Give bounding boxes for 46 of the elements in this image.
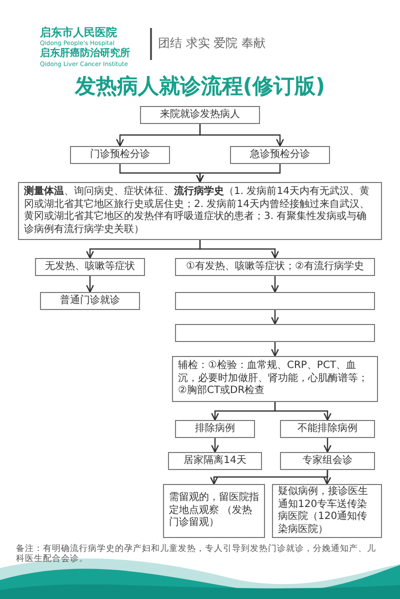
process-box bbox=[175, 258, 375, 276]
arrow bbox=[274, 402, 332, 421]
process-box bbox=[168, 452, 262, 470]
arrow bbox=[324, 438, 332, 453]
empty-box bbox=[175, 324, 375, 342]
step-text: 不能排除病例 bbox=[298, 422, 358, 436]
step-text: 辅检：①检验：血常规、CRP、PCT、血沉，必要时加做肝、肾功能，心肌酶谱等；②胸部CT或DR检查 bbox=[178, 360, 369, 398]
process-box bbox=[163, 484, 265, 538]
step-text: 急诊预检分诊 bbox=[250, 148, 310, 162]
step-text: 来院就诊发热病人 bbox=[160, 108, 240, 122]
arrow bbox=[271, 276, 279, 293]
step-text: 需留观的，留医院指定地点观察 （发热门诊留观） bbox=[169, 492, 259, 530]
step-text: 专家组会诊 bbox=[302, 454, 352, 468]
arrow bbox=[271, 342, 279, 357]
title: 发热病人就诊流程(修订版) bbox=[74, 73, 326, 100]
arrow bbox=[271, 310, 279, 325]
process-box bbox=[230, 146, 330, 164]
step-text: ①有发热、咳嗽等症状；②有流行病学史 bbox=[186, 260, 364, 274]
step-text: 居家隔离14天 bbox=[184, 454, 246, 468]
arrow bbox=[211, 438, 219, 453]
process-box bbox=[272, 484, 382, 538]
arrow bbox=[196, 164, 281, 183]
process-box bbox=[280, 420, 375, 438]
process-box bbox=[175, 420, 255, 438]
process-box bbox=[18, 182, 382, 240]
step-text: 门诊预检分诊 bbox=[90, 148, 150, 162]
step-text: 普通门诊就诊 bbox=[60, 294, 120, 308]
empty-box bbox=[175, 292, 375, 310]
note-text: 备注：有明确流行病学史的孕产妇和儿童发热，专人引导到发热门诊就诊，分娩通知产、儿科医生配合会诊。 bbox=[16, 544, 377, 564]
process-box bbox=[140, 106, 260, 124]
step-text: 排除病例 bbox=[195, 422, 235, 436]
slogan-text: 团结 求实 爱院 奉献 bbox=[158, 36, 266, 50]
process-box bbox=[70, 146, 170, 164]
arrow bbox=[199, 240, 279, 259]
arrow bbox=[323, 470, 332, 485]
institution-name: 启东肝癌防治研究所 bbox=[40, 48, 130, 60]
arrow bbox=[86, 276, 94, 293]
arrow bbox=[199, 124, 284, 147]
institution-name: 启东市人民医院 bbox=[40, 26, 117, 40]
process-box bbox=[35, 258, 145, 276]
process-box bbox=[280, 452, 375, 470]
process-box bbox=[40, 292, 140, 310]
step-text: 疑似病例，接诊医生通知120专车送传染病医院（120通知传染病医院） bbox=[278, 486, 369, 536]
step-text: 无发热、咳嗽等症状 bbox=[45, 260, 135, 274]
step-text: 测量体温、询问病史、症状体征、流行病学史（1. 发病前14天内有无武汉、黄冈或湖北省其它地区旅行史或居住史；2. 发病前14天内曾经接触过来自武汉、黄冈或湖北省其它地区的发热伴有呼吸道症状的患者；3. 有聚集性发病或与确诊病例有流行病学史关联） bbox=[24, 186, 370, 236]
process-box bbox=[172, 356, 378, 402]
